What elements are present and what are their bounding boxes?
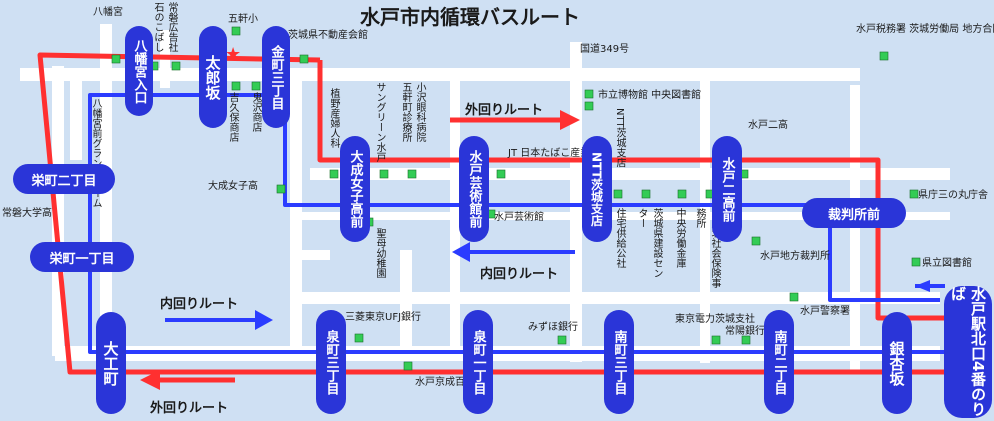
landmark-kensetsu: 茨城県建設センター [636,208,662,278]
stop-mito-eki[interactable]: 水戸駅北口4番のりば [944,286,992,418]
landmark-chihou-saibansho: 水戸地方裁判所 [760,249,830,262]
stop-sakae1-label: 栄町一丁目 [49,251,115,267]
stop-ntt[interactable]: NTT茨城支店 [582,136,612,242]
stop-izumi3-label: 泉町三丁目 [323,329,339,395]
stop-mito-geijutsu[interactable]: 水戸芸術館前 [459,136,489,242]
landmark-seibo: 聖母幼稚園 [374,228,385,278]
stop-daiku-label: 大工町 [101,340,120,386]
stop-minami3-label: 南町三丁目 [611,329,627,395]
outer-arrow-right-icon [560,110,580,130]
stop-tarozaka[interactable]: 太郎坂 [199,26,227,128]
landmark-ntt-ibaraki: NTT茨城支店 [614,108,625,168]
landmark-ueno-sanfujinka: 植野産婦人科 [328,88,339,148]
inner-arrow-station-icon [915,280,930,292]
stop-taisei[interactable]: 大成女子高前 [340,136,370,242]
route-label-inner-left: 内回りルート [160,296,238,312]
landmark-ken-toshokan: 県立図書館 [922,256,972,269]
landmark-goken-shinryo: 五軒町診療所 [400,82,411,142]
stop-minami3[interactable]: 南町三丁目 [604,310,634,414]
landmark-onisawa: 鬼沢商店 [250,92,261,132]
inner-arrow-left-icon [452,242,470,262]
landmark-hachimangu: 八幡宮 [93,5,123,18]
landmark-tokiwa-daigaku: 常磐大学高 [2,206,52,219]
landmark-taisei-koukou: 大成女子高 [208,179,258,192]
map-title: 水戸市内循環バスルート [360,5,580,29]
star-icon: ★ [225,44,241,65]
landmark-sangreen: サングリーン水戸 [374,82,385,162]
stop-izumi1-label: 泉町一丁目 [470,329,486,395]
landmark-jutaku: 住宅供給公社 [614,208,625,268]
stop-ichougi-label: 銀杏坂 [887,340,906,386]
stop-hachimangu[interactable]: 八幡宮入口 [125,26,153,116]
stop-saibansho-label: 裁判所前 [827,207,880,223]
stop-mito-nikou-label: 水戸二高前 [719,156,735,222]
stop-hachimangu-label: 八幡宮入口 [131,38,147,104]
stop-sakae1[interactable]: 栄町一丁目 [30,242,134,272]
landmark-kenchou: 県庁三の丸庁舎 [918,188,988,201]
stop-saibansho[interactable]: 裁判所前 [802,198,906,228]
landmark-goken-sho: 五軒小 [228,13,258,25]
stop-taisei-label: 大成女子高前 [347,150,363,228]
stop-daiku[interactable]: 大工町 [96,312,126,414]
landmark-keisatsusho: 水戸警察署 [800,304,850,317]
stop-tarozaka-label: 太郎坂 [203,54,222,100]
stop-kanemachi[interactable]: 金町三丁目 [262,26,290,128]
landmark-mito-nikou: 水戸二高 [748,118,788,131]
stop-izumi3[interactable]: 泉町三丁目 [316,310,346,414]
landmark-ozawa-ganka: 小沢眼科病院 [414,82,425,142]
route-label-outer-top: 外回りルート [464,102,543,118]
landmark-labels: 八幡宮 五軒小 茨城県不動産会館 国道349号 市立博物館 中央図書館 水戸税務… [2,5,994,388]
landmark-toden: 東京電力茨城支社 [675,312,755,325]
landmark-hachimangu-grand: 八幡宮前グランドハイム [90,98,101,208]
landmark-zeimusho: 水戸税務署 茨城労働局 地方合同庁舎 [856,22,994,35]
stop-mito-eki-label: 水戸駅北口4番のりば [949,286,987,417]
landmark-ibaraki-fudousan: 茨城県不動産会館 [288,28,368,41]
landmark-hakubutsukan: 市立博物館 中央図書館 [598,88,701,101]
stop-sakae2-label: 栄町二丁目 [31,173,97,189]
stop-sakae2[interactable]: 栄町二丁目 [13,164,115,194]
landmark-mitsubishi: 三菱東京UFJ銀行 [345,310,421,323]
stop-minami2-label: 南町二丁目 [771,329,787,395]
landmark-chuo-roudou: 中央労働金庫 [674,208,685,268]
stop-minami2[interactable]: 南町二丁目 [764,310,794,414]
landmark-shakai-hoken: 水戸北社会保険事務所 [694,208,720,288]
landmark-yoshikubo: 吉久保商店 [227,92,238,142]
landmark-mizuho: みずほ銀行 [528,320,578,333]
landmark-geijutsukan: 水戸芸術館 [494,210,544,223]
stop-izumi1[interactable]: 泉町一丁目 [463,310,493,414]
stop-ntt-label: NTT茨城支店 [589,151,604,227]
stop-kanemachi-label: 金町三丁目 [268,44,284,110]
outer-arrow-left-icon [140,370,160,390]
stop-mito-nikou[interactable]: 水戸二高前 [712,136,742,242]
inner-arrow-right-icon [255,310,273,330]
landmark-ishino-kobashi: 石のこばし [152,2,163,52]
landmark-jt: JT 日本たばこ産業 [507,146,590,159]
route-label-inner-mid: 内回りルート [480,266,558,282]
stop-ichougi[interactable]: 銀杏坂 [882,312,912,414]
landmark-tokiwa-koukoku: 常磐広告社 [166,2,177,52]
landmark-kokudo: 国道349号 [580,42,629,55]
stop-mito-geijutsu-label: 水戸芸術館前 [466,150,482,228]
route-label-outer-bottom: 外回りルート [149,400,228,416]
